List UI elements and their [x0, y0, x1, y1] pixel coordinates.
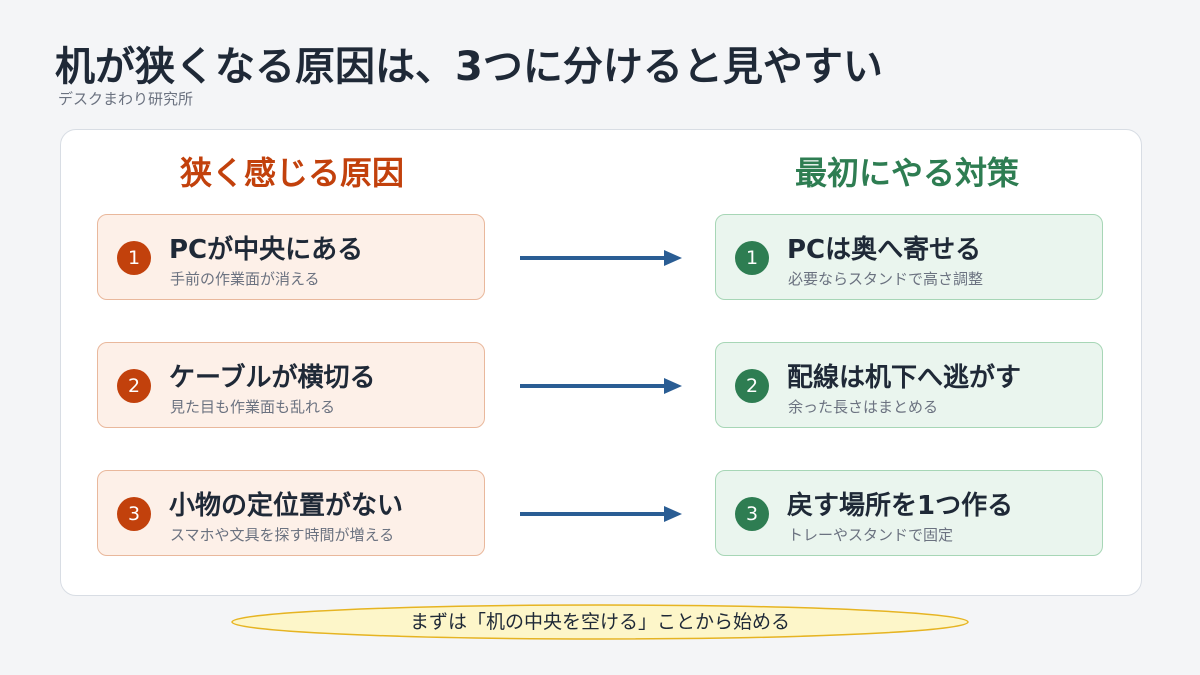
fix-description: 必要ならスタンドで高さ調整 — [788, 270, 984, 288]
fix-title: 戻す場所を1つ作る — [787, 491, 1014, 521]
fix-title: PCは奥へ寄せる — [787, 235, 982, 265]
cause-description: 見た目も作業面も乱れる — [170, 398, 336, 416]
fix-card-3: 3 戻す場所を1つ作る トレーやスタンドで固定 — [715, 470, 1103, 556]
causes-heading: 狭く感じる原因 — [179, 154, 404, 192]
cause-number-badge: 3 — [117, 497, 151, 531]
fix-description: 余った長さはまとめる — [788, 398, 939, 416]
cause-description: 手前の作業面が消える — [170, 270, 320, 288]
page-subtitle: デスクまわり研究所 — [58, 90, 194, 108]
summary-note-text: まずは「机の中央を空ける」ことから始める — [409, 611, 790, 633]
summary-note: まずは「机の中央を空ける」ことから始める — [230, 603, 970, 641]
fix-title: 配線は机下へ逃がす — [787, 363, 1022, 393]
fixes-heading: 最初にやる対策 — [794, 154, 1019, 192]
cause-title: PCが中央にある — [169, 235, 364, 265]
fix-number-badge: 1 — [735, 241, 769, 275]
cause-description: スマホや文具を探す時間が増える — [170, 526, 395, 544]
fix-card-1: 1 PCは奥へ寄せる 必要ならスタンドで高さ調整 — [715, 214, 1103, 300]
fix-number-badge: 2 — [735, 369, 769, 403]
fix-number-badge: 3 — [735, 497, 769, 531]
page-title: 机が狭くなる原因は、3つに分けると見やすい — [55, 44, 883, 90]
fix-card-2: 2 配線は机下へ逃がす 余った長さはまとめる — [715, 342, 1103, 428]
cause-card-2: 2 ケーブルが横切る 見た目も作業面も乱れる — [97, 342, 485, 428]
cause-number-badge: 1 — [117, 241, 151, 275]
cause-title: ケーブルが横切る — [169, 363, 376, 393]
arrow-right-icon — [520, 506, 682, 522]
cause-card-1: 1 PCが中央にある 手前の作業面が消える — [97, 214, 485, 300]
cause-title: 小物の定位置がない — [169, 491, 404, 521]
cause-card-3: 3 小物の定位置がない スマホや文具を探す時間が増える — [97, 470, 485, 556]
cause-number-badge: 2 — [117, 369, 151, 403]
arrow-right-icon — [520, 378, 682, 394]
summary-note-ellipse — [231, 604, 969, 640]
arrow-right-icon — [520, 250, 682, 266]
fix-description: トレーやスタンドで固定 — [788, 526, 954, 544]
